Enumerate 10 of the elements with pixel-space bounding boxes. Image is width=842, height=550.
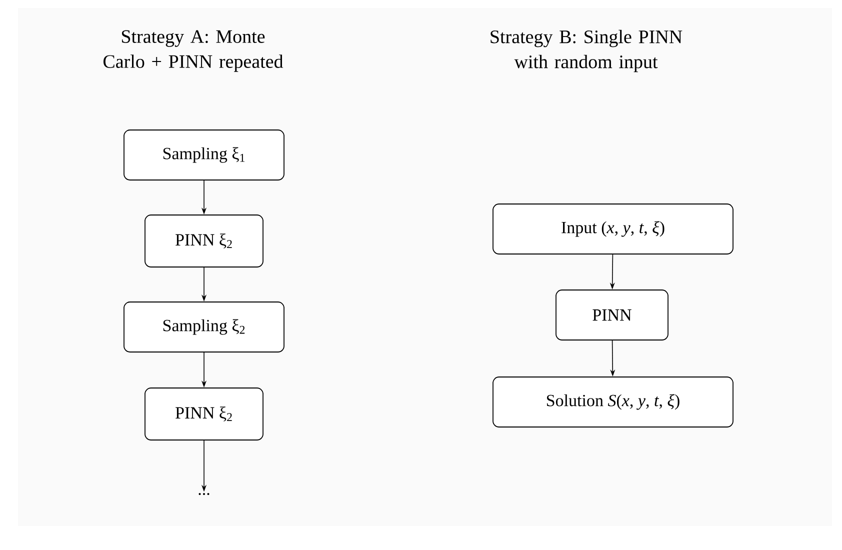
process-box: PINN <box>556 290 668 340</box>
process-box: Input (x, y, t, ξ) <box>492 204 734 254</box>
process-box: Sampling ξ$_{1}$ <box>124 130 284 180</box>
heading: Strategy B: Single PINN with random input <box>490 30 682 72</box>
process-box: Sampling ξ$_{2}$ <box>124 302 284 352</box>
process-box: PINN ξ$_{2}$ <box>144 388 264 440</box>
process-box: PINN ξ$_{2}$ <box>144 214 264 268</box>
process-box: Solution S(x, y, t, ξ) <box>492 376 734 428</box>
ellipsis-text: ... <box>198 493 210 495</box>
heading: Strategy A: Monte Carlo + PINN repeated <box>104 30 284 72</box>
